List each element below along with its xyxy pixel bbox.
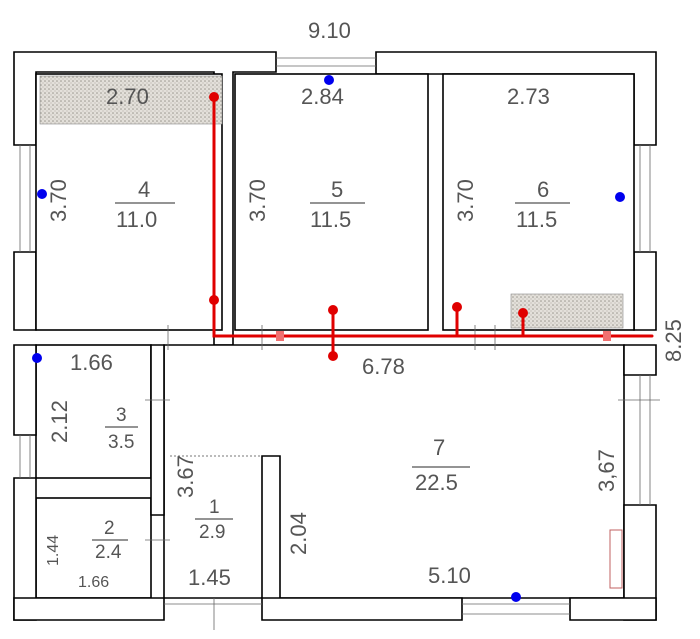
- room-7-inner-wall: 2.04: [286, 512, 311, 555]
- blue-points: [32, 75, 625, 602]
- room-6-number: 6: [537, 177, 549, 202]
- corridor-length-label: 6.78: [362, 354, 405, 379]
- room-7-area: 22.5: [415, 470, 458, 495]
- room-7-walls: [163, 344, 625, 599]
- room-3-walls: [35, 344, 152, 479]
- room-1-number: 1: [209, 497, 220, 518]
- room-1-width: 1.45: [188, 565, 231, 590]
- room-4-width: 2.70: [106, 84, 149, 109]
- room-6-width: 2.73: [507, 84, 550, 109]
- room-5-walls: [234, 73, 429, 331]
- room-6-depth: 3.70: [453, 179, 478, 222]
- openings: [19, 57, 660, 630]
- room-2-area: 2.4: [95, 542, 122, 563]
- overall-depth-label: 8.25: [661, 319, 686, 362]
- radiator-room-7: [609, 529, 623, 589]
- room-6-area: 11.5: [516, 207, 557, 232]
- room-3-depth: 2.12: [47, 400, 72, 443]
- hatched-area-room-4: [39, 75, 223, 125]
- room-4-number: 4: [138, 177, 150, 202]
- room-5-width: 2.84: [301, 84, 344, 109]
- room-2-depth: 1.44: [45, 535, 62, 566]
- room-6-walls: [442, 73, 635, 331]
- hatched-area-room-6: [510, 293, 624, 329]
- walls: [13, 51, 657, 621]
- room-3-number: 3: [116, 405, 127, 426]
- room-7-number: 7: [433, 435, 445, 460]
- room-5-number: 5: [331, 177, 343, 202]
- room-4-area: 11.0: [116, 207, 157, 232]
- room-5-depth: 3.70: [245, 179, 270, 222]
- room-1-area: 2.9: [199, 522, 225, 543]
- room-7-depth: 3,67: [594, 449, 619, 492]
- overall-width-label: 9.10: [308, 18, 351, 43]
- room-5-area: 11.5: [310, 207, 351, 232]
- room-4-depth: 3.70: [46, 179, 71, 222]
- room-2-width: 1.66: [78, 574, 109, 591]
- pipe-nodes: [209, 92, 611, 361]
- room-7-width: 5.10: [428, 563, 471, 588]
- room-1-depth: 3.67: [173, 455, 198, 498]
- room-2-number: 2: [104, 518, 115, 539]
- fraction-lines: [92, 202, 570, 541]
- room-3-width: 1.66: [70, 350, 113, 375]
- room-3-area: 3.5: [108, 432, 134, 453]
